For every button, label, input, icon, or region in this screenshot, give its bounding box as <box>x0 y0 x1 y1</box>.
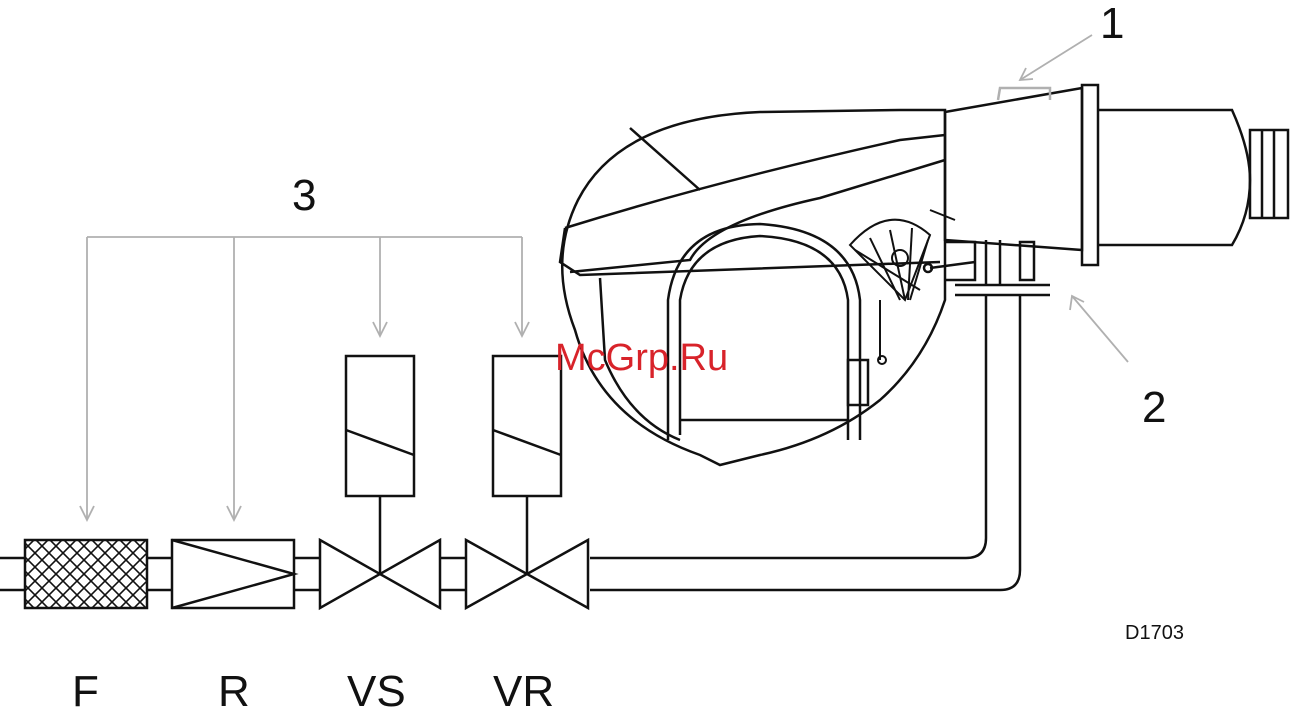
regulating-valve-label: VR <box>493 667 554 711</box>
drawing-code: D1703 <box>1125 622 1184 644</box>
filter-label: F <box>72 667 99 711</box>
gas-inlet-connection <box>924 240 1050 295</box>
callout-3-leaders <box>80 237 529 520</box>
filter-component <box>25 540 147 608</box>
safety-valve-label: VS <box>347 667 406 711</box>
callout-1-label: 1 <box>1100 0 1124 48</box>
callout-leaders <box>1020 35 1128 362</box>
callout-3-label: 3 <box>292 171 316 220</box>
burner-body <box>560 110 945 465</box>
regulator-component <box>172 540 294 608</box>
combustion-head <box>945 85 1288 265</box>
safety-valve-component <box>320 356 440 608</box>
regulator-label: R <box>218 667 250 711</box>
air-damper-dial <box>850 210 955 364</box>
callout-2-label: 2 <box>1142 383 1166 432</box>
regulating-valve-component <box>466 356 588 608</box>
watermark-text: McGrp.Ru <box>555 337 728 379</box>
